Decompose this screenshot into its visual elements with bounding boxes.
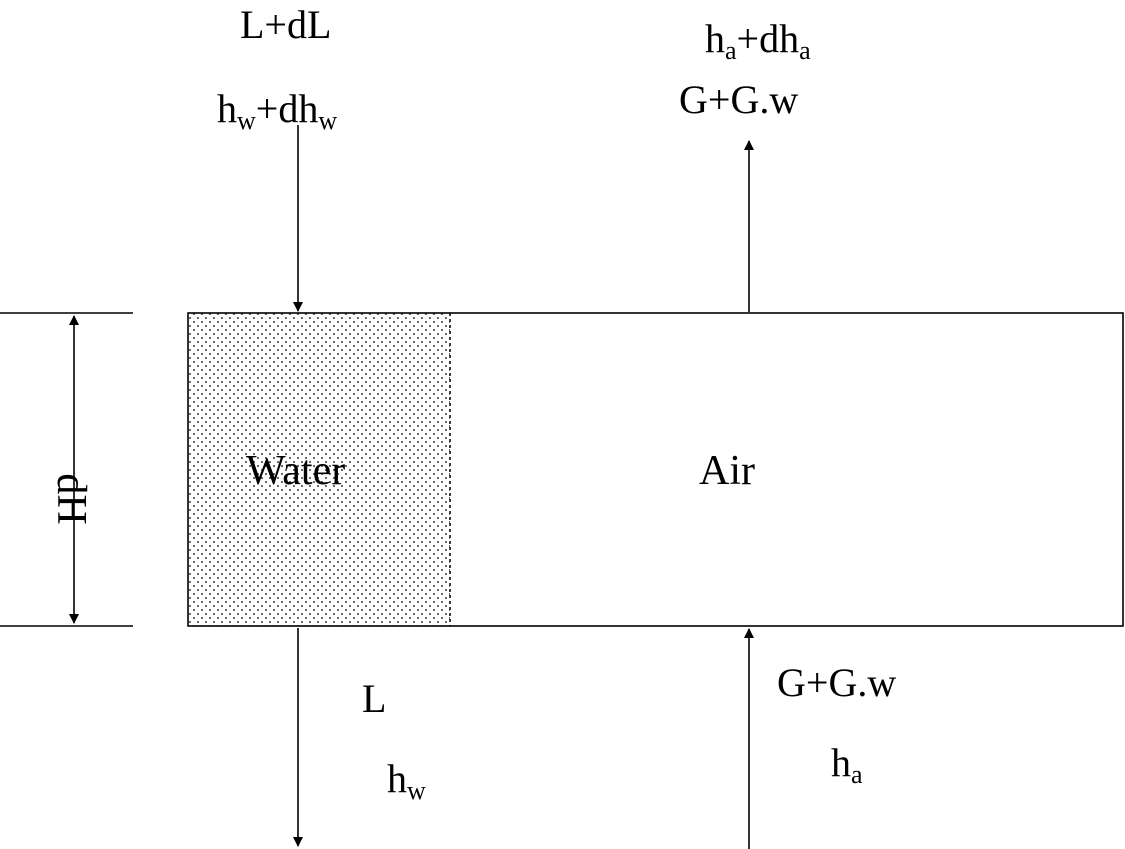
water-outlet-enthalpy-label: hw: [387, 756, 426, 805]
water-region-label: Water: [246, 448, 345, 494]
air-inlet-enthalpy-label: ha: [831, 740, 863, 789]
height-dimension-label: dH: [48, 473, 94, 524]
air-outlet-flow-label: G+G.w: [679, 77, 798, 122]
water-region: [188, 313, 450, 626]
water-inlet-enthalpy-label: hw+dhw: [217, 86, 337, 135]
water-outlet-flow-label: L: [362, 676, 386, 721]
water-inlet-flow-label: L+dL: [240, 2, 331, 47]
air-inlet-flow-label: G+G.w: [777, 660, 896, 705]
air-region-label: Air: [699, 448, 755, 494]
control-volume-box: [187, 312, 1124, 627]
air-outlet-enthalpy-label: ha+dha: [705, 16, 811, 65]
